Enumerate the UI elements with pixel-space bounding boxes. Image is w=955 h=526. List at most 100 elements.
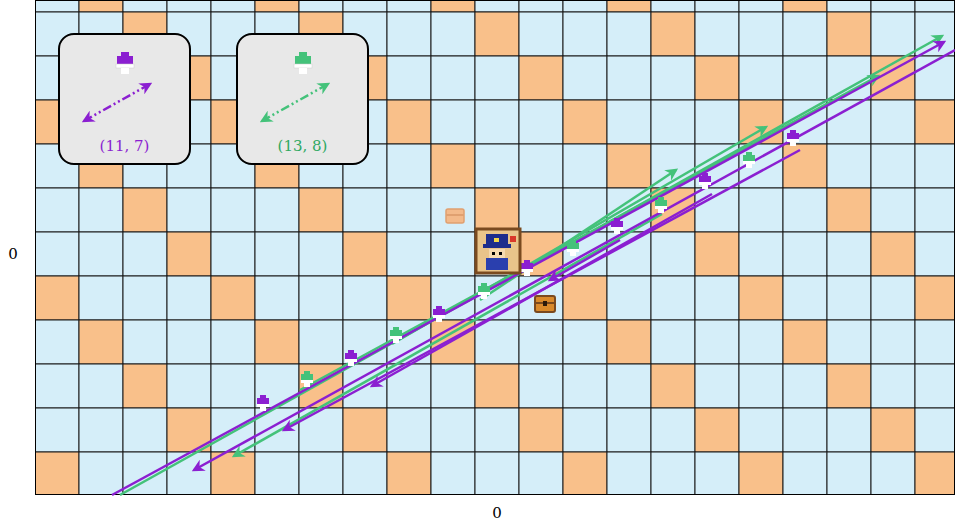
board-cell <box>871 0 915 12</box>
board-cell <box>651 100 695 144</box>
vector-line <box>372 194 712 386</box>
board-cell <box>651 452 695 495</box>
board-cell <box>651 364 695 408</box>
board-cell <box>475 452 519 495</box>
board-cell <box>783 188 827 232</box>
board-cell <box>651 56 695 100</box>
board-cell <box>123 0 167 12</box>
board-border <box>35 0 955 495</box>
board-cell <box>35 320 79 364</box>
board-cell <box>827 188 871 232</box>
board-cell <box>475 320 519 364</box>
board-cell <box>79 188 123 232</box>
board-cell <box>387 144 431 188</box>
vector-line <box>234 214 662 456</box>
board-cell <box>343 188 387 232</box>
board-cell <box>915 56 955 100</box>
vector-cards <box>59 34 368 164</box>
board-cell <box>519 408 563 452</box>
axis-label: 0 <box>492 504 502 522</box>
board-cell <box>519 452 563 495</box>
pawn-marker <box>743 152 755 168</box>
board-cell <box>431 100 475 144</box>
board-cell <box>211 452 255 495</box>
board-cell <box>519 12 563 56</box>
board-cell <box>651 0 695 12</box>
board-cell <box>35 276 79 320</box>
board-cell <box>79 232 123 276</box>
board-cell <box>827 452 871 495</box>
board-cell <box>299 452 343 495</box>
card-pawn <box>294 52 312 74</box>
board-cell <box>783 452 827 495</box>
board-cell <box>783 320 827 364</box>
board-cell <box>739 320 783 364</box>
board-cell <box>915 320 955 364</box>
board-cell <box>387 276 431 320</box>
pawn-marker <box>478 283 490 299</box>
board-cell <box>211 320 255 364</box>
board-cell <box>695 56 739 100</box>
board-cell <box>783 408 827 452</box>
board-cell <box>563 408 607 452</box>
board-cell <box>739 56 783 100</box>
board-cell <box>343 232 387 276</box>
board-cell <box>607 364 651 408</box>
board-cell <box>783 12 827 56</box>
board-cell <box>871 188 915 232</box>
board-cell <box>387 56 431 100</box>
board-cell <box>563 0 607 12</box>
board-cells <box>35 0 955 495</box>
board-cell <box>739 364 783 408</box>
board-cell <box>387 408 431 452</box>
board-cell <box>35 452 79 495</box>
board-cell <box>475 408 519 452</box>
board-cell <box>79 364 123 408</box>
wizard-sprite <box>476 229 520 273</box>
board-cell <box>871 408 915 452</box>
board-cell <box>35 364 79 408</box>
board-cell <box>35 0 79 12</box>
pawn-marker <box>433 306 445 322</box>
board-cell <box>607 100 651 144</box>
board-cell <box>299 188 343 232</box>
board-cell <box>387 188 431 232</box>
board-cell <box>519 364 563 408</box>
board-cell <box>739 12 783 56</box>
board-cell <box>387 0 431 12</box>
board-cell <box>211 232 255 276</box>
card-pawn <box>116 52 134 74</box>
board-cell <box>563 100 607 144</box>
pawn-markers <box>257 130 799 411</box>
board-cell <box>35 408 79 452</box>
board-cell <box>739 452 783 495</box>
board-cell <box>563 276 607 320</box>
pawn-marker <box>787 130 799 146</box>
board-cell <box>431 144 475 188</box>
board-cell <box>915 364 955 408</box>
board-cell <box>519 188 563 232</box>
board-cell <box>827 276 871 320</box>
board-cell <box>387 12 431 56</box>
board-cell <box>563 452 607 495</box>
vector-card: (13, 8) <box>236 33 369 165</box>
board-cell <box>915 144 955 188</box>
board-cell <box>915 408 955 452</box>
vector-label: (13, 8) <box>278 138 328 155</box>
board-cell <box>563 364 607 408</box>
board-cell <box>563 144 607 188</box>
board-cell <box>255 232 299 276</box>
axis-label: 0 <box>8 245 18 263</box>
board-cell <box>739 232 783 276</box>
board-cell <box>299 276 343 320</box>
board-cell <box>211 188 255 232</box>
board-cell <box>79 320 123 364</box>
board-cell <box>915 0 955 12</box>
board-cell <box>695 408 739 452</box>
board-cell <box>431 188 475 232</box>
board-cell <box>695 276 739 320</box>
board-cell <box>431 452 475 495</box>
board-cell <box>431 408 475 452</box>
board-cell <box>255 276 299 320</box>
board-cell <box>299 232 343 276</box>
